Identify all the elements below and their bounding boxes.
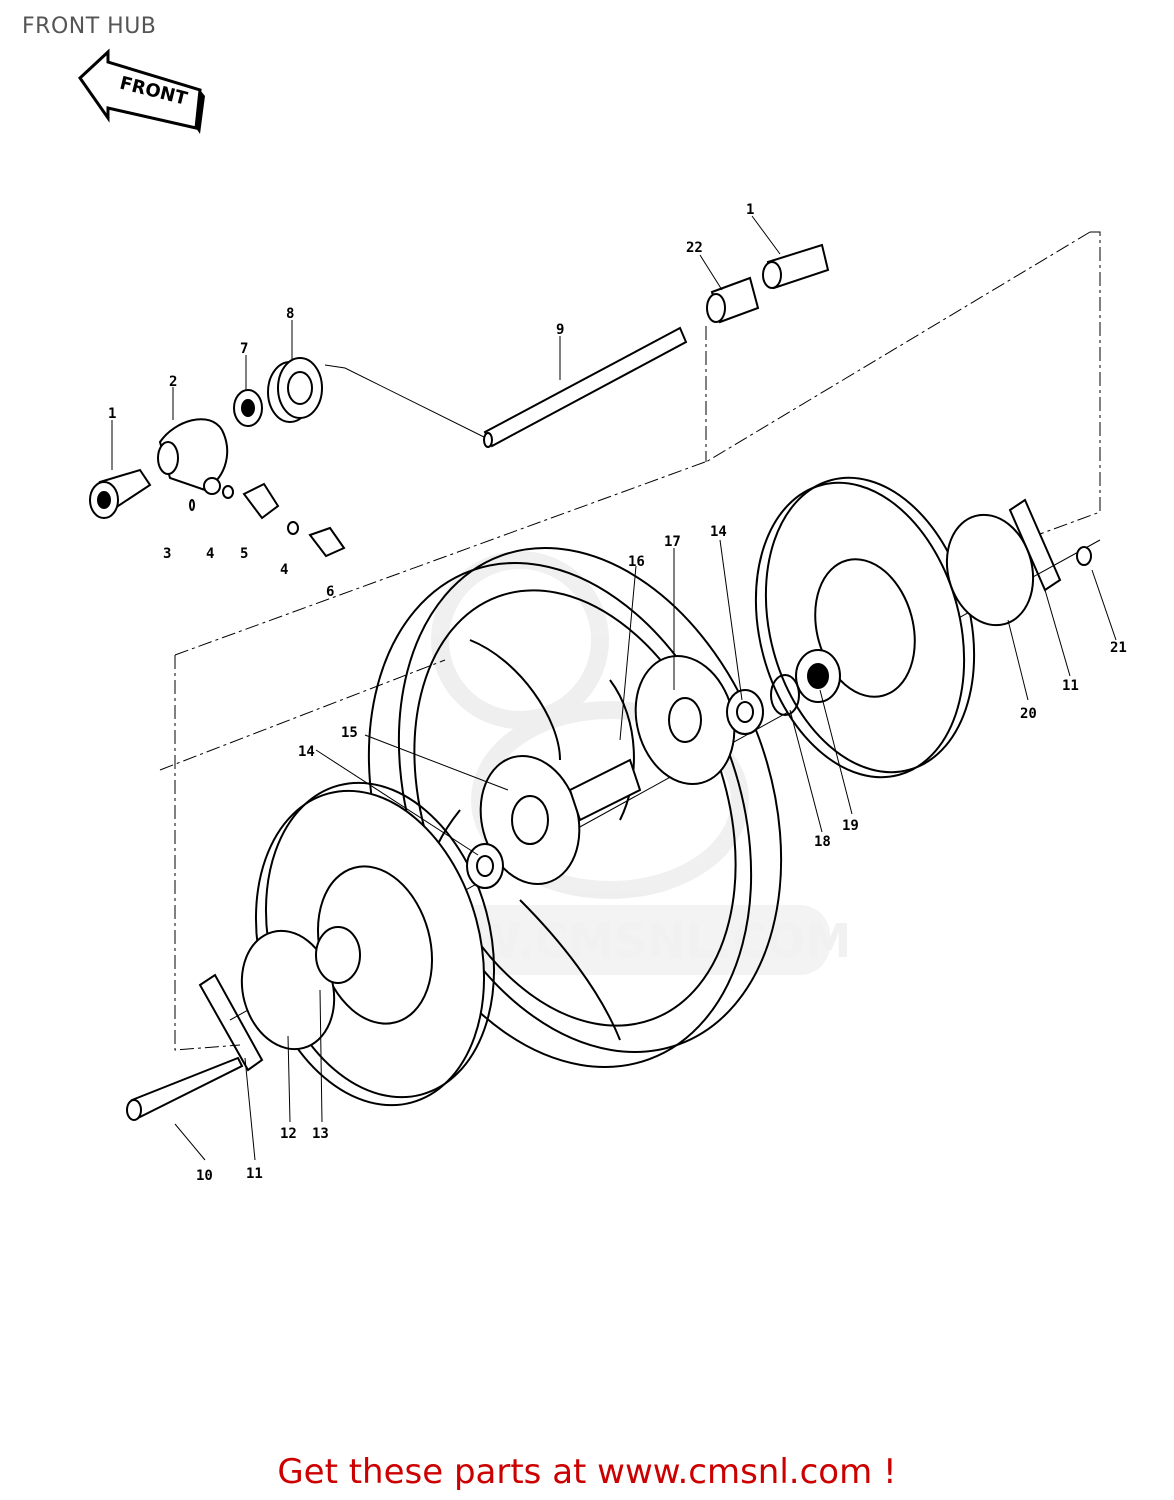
callout-10: 10 — [196, 1168, 213, 1184]
callout-1-left: 1 — [108, 406, 116, 422]
callout-14-right: 14 — [710, 524, 727, 540]
collar-left — [89, 468, 152, 519]
hub-components — [466, 649, 841, 889]
assembly-boundary-lines — [159, 231, 1101, 1051]
callout-20: 20 — [1020, 706, 1037, 722]
oil-seal — [267, 357, 323, 423]
callout-18: 18 — [814, 834, 831, 850]
callout-3: 3 — [163, 546, 171, 562]
callout-14-left: 14 — [298, 744, 315, 760]
callout-7: 7 — [240, 341, 248, 357]
callout-2: 2 — [169, 374, 177, 390]
front-direction-arrow: FRONT — [78, 48, 205, 134]
lock-washers-and-plates — [198, 498, 1062, 1072]
buy-parts-link[interactable]: Get these parts at www.cmsnl.com ! — [277, 1452, 897, 1492]
callout-22: 22 — [686, 240, 703, 256]
callout-4-left: 4 — [206, 546, 214, 562]
speedometer-gear-housing — [157, 418, 229, 495]
exploded-parts-diagram: WWW.CMSNL.COM FRONT — [78, 48, 1127, 1184]
flange-bolt — [1076, 546, 1092, 566]
axle-bolt — [126, 1056, 244, 1121]
speedometer-gear — [233, 389, 263, 427]
callout-19: 19 — [842, 818, 859, 834]
callout-11-right: 11 — [1062, 678, 1079, 694]
collar-right — [706, 243, 830, 324]
callout-16: 16 — [628, 554, 645, 570]
callout-9: 9 — [556, 322, 564, 338]
callout-15: 15 — [341, 725, 358, 741]
callout-6: 6 — [326, 584, 334, 600]
front-axle — [483, 326, 688, 448]
callout-1-right: 1 — [746, 202, 754, 218]
callout-11-left: 11 — [246, 1166, 263, 1182]
callout-5: 5 — [240, 546, 248, 562]
callout-labels: 1 2 3 4 5 4 6 7 8 9 22 1 21 11 20 19 18 … — [108, 202, 1127, 1184]
callout-13: 13 — [312, 1126, 329, 1142]
callout-21: 21 — [1110, 640, 1127, 656]
leader-line — [324, 364, 491, 441]
callout-17: 17 — [664, 534, 681, 550]
speedometer-pinion-parts — [189, 482, 346, 558]
watermark: WWW.CMSNL.COM — [369, 551, 851, 975]
callout-leaders — [111, 215, 1117, 1161]
callout-12: 12 — [280, 1126, 297, 1142]
page-title: FRONT HUB — [22, 14, 157, 39]
brake-disc-right — [754, 476, 976, 779]
callout-4-right: 4 — [280, 562, 288, 578]
callout-8: 8 — [286, 306, 294, 322]
